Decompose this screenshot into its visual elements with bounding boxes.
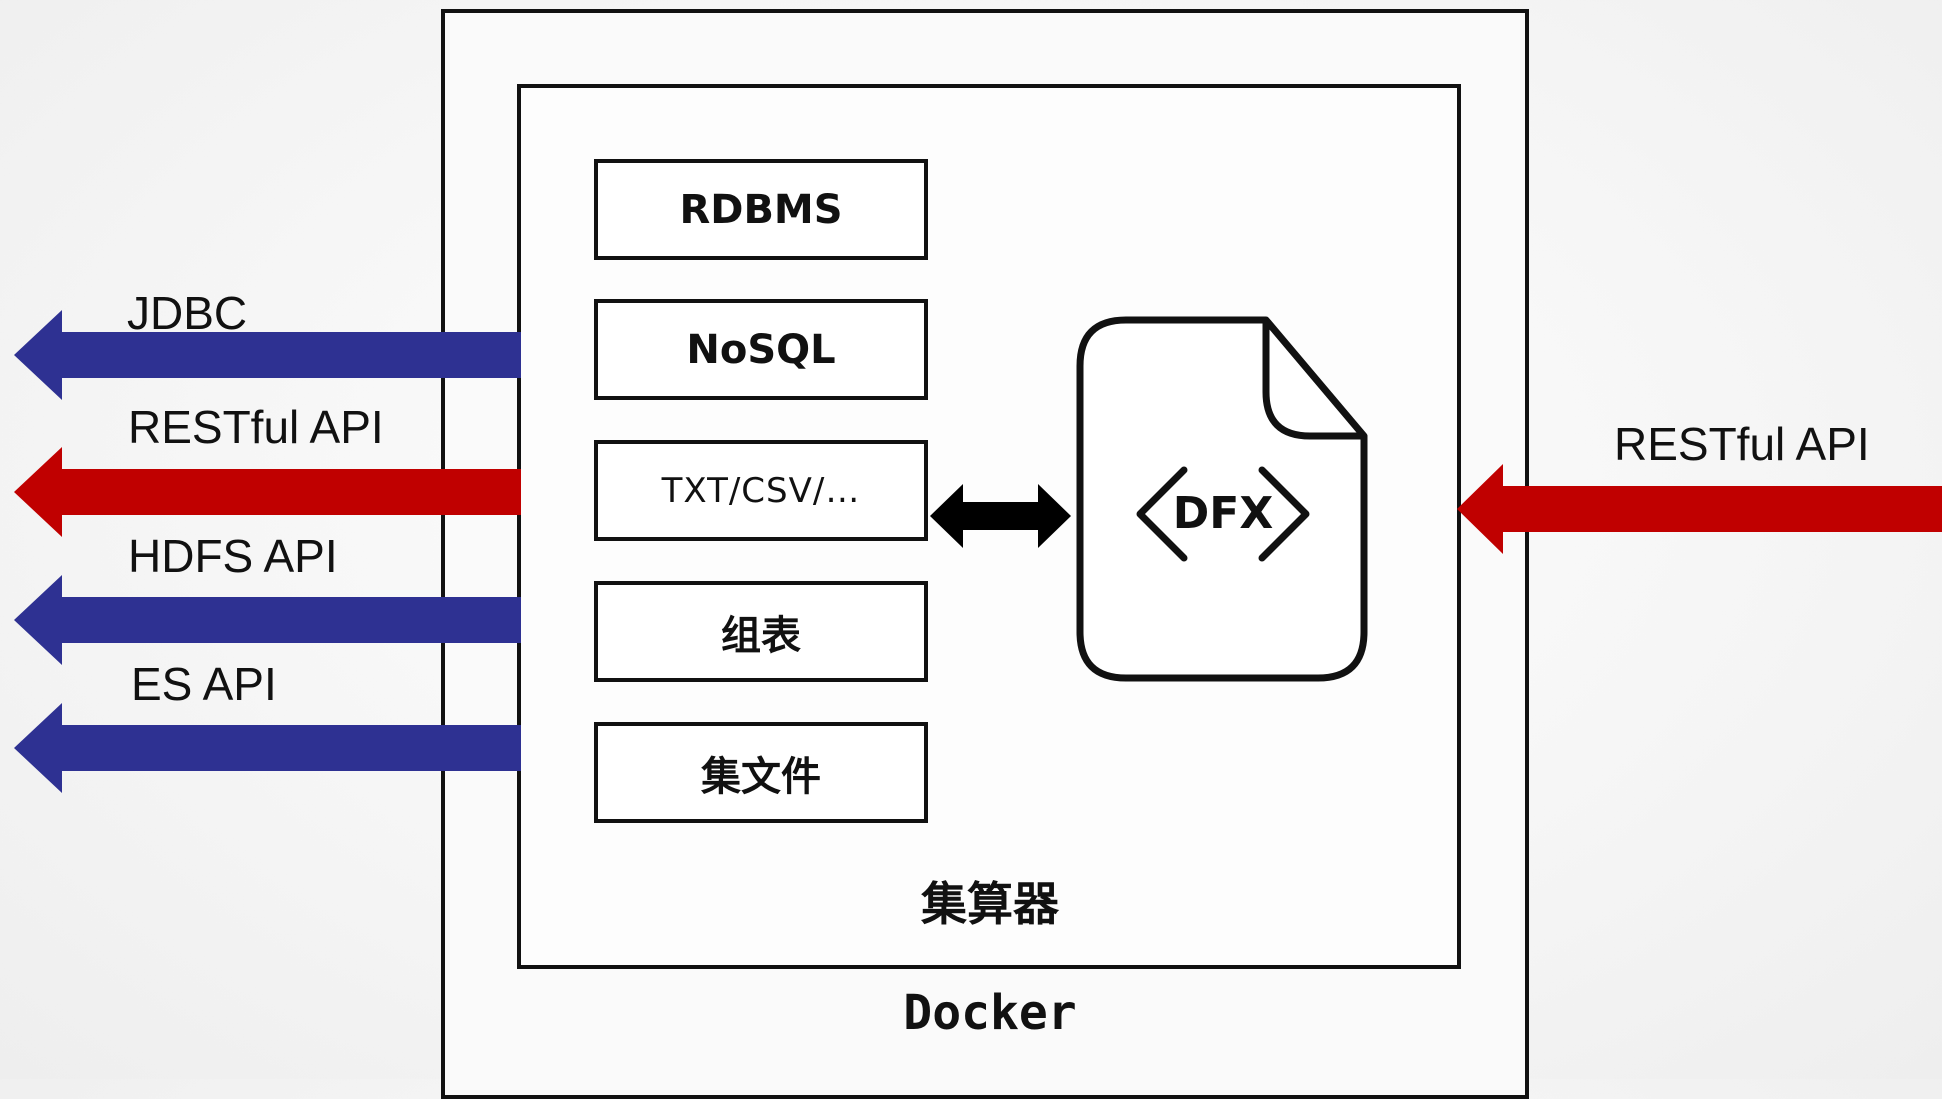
source-bin-file-label: 集文件 bbox=[701, 753, 821, 800]
dfx-label: DFX bbox=[1172, 488, 1274, 539]
source-bin-file: 集文件 bbox=[594, 722, 928, 823]
code-left-chevron bbox=[1136, 466, 1188, 562]
jdbc-label: JDBC bbox=[127, 287, 248, 339]
es-arrow bbox=[14, 703, 521, 793]
code-right-chevron bbox=[1258, 466, 1310, 562]
hdfs-arrow bbox=[14, 575, 521, 665]
restful-in-arrow bbox=[1457, 464, 1942, 554]
hdfs-label: HDFS API bbox=[128, 530, 338, 582]
source-rdbms: RDBMS bbox=[594, 159, 928, 260]
docker-label: Docker bbox=[903, 985, 1077, 1041]
source-nosql-label: NoSQL bbox=[686, 326, 836, 373]
source-txt-csv: TXT/CSV/… bbox=[594, 440, 928, 541]
bidirectional-arrow bbox=[930, 484, 1071, 548]
restful-in-label: RESTful API bbox=[1614, 418, 1870, 470]
source-txt-csv-label: TXT/CSV/… bbox=[661, 470, 861, 511]
jdbc-arrow bbox=[14, 310, 521, 400]
source-group-table: 组表 bbox=[594, 581, 928, 682]
es-label: ES API bbox=[131, 658, 277, 710]
esproc-label: 集算器 bbox=[921, 877, 1059, 931]
restful-out-arrow bbox=[14, 447, 521, 537]
source-rdbms-label: RDBMS bbox=[679, 186, 843, 233]
restful-out-label: RESTful API bbox=[128, 401, 384, 453]
source-nosql: NoSQL bbox=[594, 299, 928, 400]
source-group-table-label: 组表 bbox=[721, 612, 801, 659]
dfx-file-icon bbox=[1076, 316, 1368, 682]
